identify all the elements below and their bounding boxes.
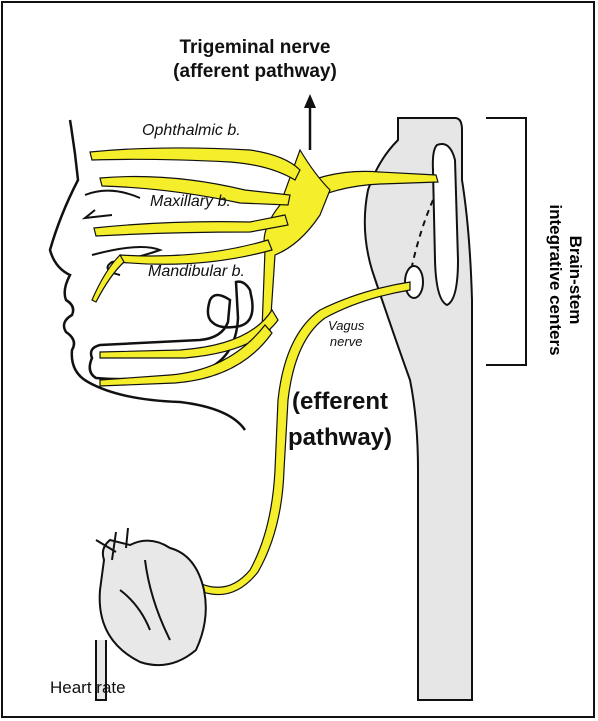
label-efferent-pathway: (efferent pathway) [270,384,410,456]
heart-illustration [96,528,206,700]
efferent-line-2: pathway) [270,420,410,456]
label-vagus-nerve: Vagus nerve [328,318,364,350]
brainstem-line-1: Brain-stem [565,180,585,380]
brainstem-nucleus-upper [433,144,458,305]
title-line-1: Trigeminal nerve [150,36,360,60]
label-mandibular: Mandibular b. [148,263,245,281]
cheek-line [85,210,112,218]
brainstem-bracket [486,118,526,365]
vagus-line-1: Vagus [328,318,364,334]
eye-line [85,191,140,198]
label-heart-rate: Heart rate [50,678,126,698]
vagus-line-2: nerve [328,334,364,350]
label-ophthalmic: Ophthalmic b. [142,122,241,140]
afferent-arrowhead [304,94,316,108]
label-maxillary: Maxillary b. [150,193,231,211]
diagram-title: Trigeminal nerve (afferent pathway) [150,36,360,84]
label-brainstem-centers: Brain-stem integrative centers [545,180,598,380]
efferent-line-1: (efferent [270,384,410,420]
title-line-2: (afferent pathway) [150,60,360,84]
brainstem-line-2: integrative centers [545,180,565,380]
